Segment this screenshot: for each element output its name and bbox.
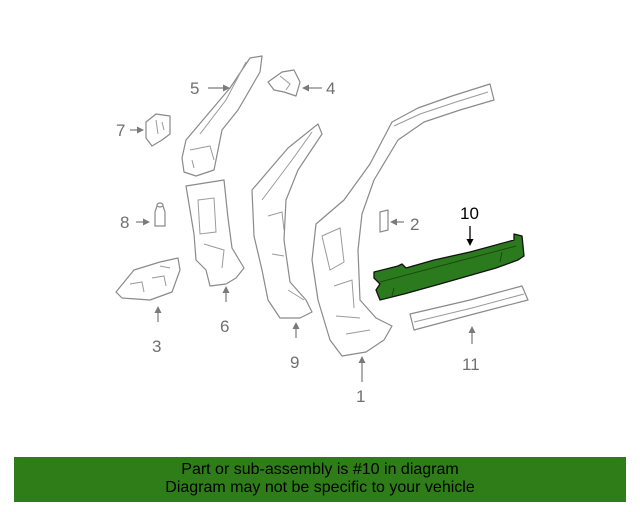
callout-4: 4	[326, 79, 335, 98]
part-2-clip[interactable]	[379, 209, 389, 233]
arrow-2	[390, 218, 397, 226]
part-3-lower-bracket[interactable]	[115, 257, 181, 301]
arrow-8	[143, 218, 150, 226]
callout-7: 7	[116, 121, 125, 140]
callout-9: 9	[290, 353, 299, 372]
callout-1: 1	[356, 387, 365, 406]
arrow-11	[468, 326, 476, 333]
part-10-rocker-reinforcement[interactable]	[373, 233, 525, 301]
info-banner: Part or sub-assembly is #10 in diagram D…	[14, 457, 626, 502]
callout-2: 2	[410, 215, 419, 234]
callout-8: 8	[120, 213, 129, 232]
part-4-bracket[interactable]	[267, 69, 301, 97]
banner-line-2: Diagram may not be specific to your vehi…	[165, 479, 475, 496]
callout-6: 6	[220, 317, 229, 336]
callout-10: 10	[460, 204, 479, 223]
arrow-4	[302, 84, 309, 92]
part-5-pillar-reinforcement[interactable]	[181, 55, 263, 177]
banner-line-1: Part or sub-assembly is #10 in diagram	[181, 461, 459, 478]
part-6-pillar-lower[interactable]	[185, 179, 245, 287]
part-8-plug[interactable]	[154, 202, 166, 227]
parts-diagram: 5 4 7 8 6 3 9	[115, 55, 529, 406]
arrow-1	[358, 356, 366, 363]
arrow-9	[292, 322, 300, 329]
arrow-10	[466, 239, 474, 246]
arrow-6	[222, 286, 230, 293]
callout-3: 3	[152, 337, 161, 356]
arrow-5	[223, 84, 230, 92]
part-11-rocker-panel[interactable]	[409, 285, 529, 331]
callout-11: 11	[462, 355, 480, 374]
callout-5: 5	[190, 79, 199, 98]
arrow-3	[154, 306, 162, 313]
part-7-bracket[interactable]	[145, 113, 171, 147]
arrow-7	[137, 126, 144, 134]
part-9-center-pillar[interactable]	[251, 123, 323, 319]
part-1-front-pillar[interactable]	[311, 83, 495, 357]
